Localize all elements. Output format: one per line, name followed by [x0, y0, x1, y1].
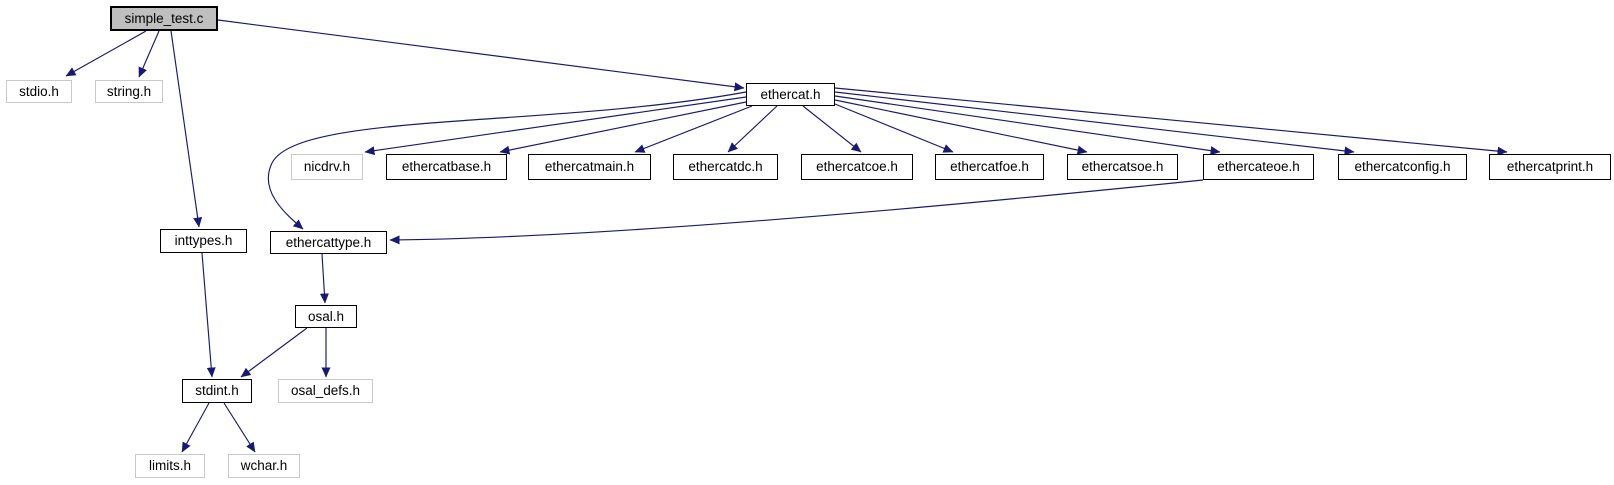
node-ethercattype-h[interactable]: ethercattype.h	[270, 231, 387, 254]
edge-osal_h-stdint_h	[240, 327, 308, 378]
edge-ethercat_h-ethercatprint_h	[834, 87, 1508, 156]
node-ethercat-h[interactable]: ethercat.h	[746, 83, 835, 106]
edge-ethercat_h-ethercatconfig_h	[834, 91, 1355, 156]
edge-simple_test_c-stdio_h	[65, 30, 147, 77]
node-ethercatbase-h[interactable]: ethercatbase.h	[386, 154, 507, 180]
edge-simple_test_c-inttypes_h	[170, 30, 203, 228]
edge-stdint_h-limits_h	[181, 402, 210, 453]
edge-ethercateoe_h-ethercattype_h	[389, 179, 1204, 245]
edge-ethercat_h-ethercatdc_h	[727, 105, 778, 153]
edge-ethercat_h-ethercatcoe_h	[802, 105, 862, 153]
node-ethercatprint-h[interactable]: ethercatprint.h	[1489, 154, 1611, 180]
node-ethercatcoe-h[interactable]: ethercatcoe.h	[801, 154, 913, 180]
edge-ethercat_h-nicdrv_h	[364, 96, 747, 156]
edge-ethercat_h-ethercatbase_h	[499, 101, 747, 155]
node-ethercatsoe-h[interactable]: ethercatsoe.h	[1067, 154, 1178, 180]
node-ethercatfoe-h[interactable]: ethercatfoe.h	[935, 154, 1044, 180]
edge-ethercat_h-ethercattype_h	[267, 91, 747, 230]
edge-ethercat_h-ethercatfoe_h	[834, 103, 954, 153]
node-nicdrv-h: nicdrv.h	[291, 154, 363, 180]
node-ethercateoe-h[interactable]: ethercateoe.h	[1203, 154, 1314, 180]
edge-simple_test_c-ethercat_h	[217, 19, 745, 92]
edge-ethercat_h-ethercatmain_h	[634, 105, 753, 153]
node-simple-test-c[interactable]: simple_test.c	[110, 6, 218, 31]
node-stdint-h[interactable]: stdint.h	[182, 379, 252, 403]
node-osal-h[interactable]: osal.h	[295, 305, 357, 328]
node-limits-h: limits.h	[135, 454, 205, 478]
node-osal-defs-h: osal_defs.h	[278, 379, 373, 403]
edge-inttypes_h-stdint_h	[201, 252, 216, 378]
node-inttypes-h[interactable]: inttypes.h	[160, 229, 247, 253]
node-ethercatdc-h[interactable]: ethercatdc.h	[673, 154, 778, 180]
node-ethercatconfig-h[interactable]: ethercatconfig.h	[1338, 154, 1467, 180]
edge-ethercat_h-ethercatsoe_h	[834, 99, 1088, 155]
edge-stdint_h-wchar_h	[223, 402, 256, 453]
edge-ethercattype_h-osal_h	[319, 253, 329, 304]
node-wchar-h: wchar.h	[228, 454, 300, 478]
node-stdio-h: stdio.h	[6, 80, 72, 103]
edge-simple_test_c-string_h	[138, 30, 160, 78]
node-ethercatmain-h[interactable]: ethercatmain.h	[528, 154, 651, 180]
node-string-h: string.h	[95, 80, 163, 103]
edge-ethercat_h-ethercateoe_h	[834, 95, 1221, 156]
